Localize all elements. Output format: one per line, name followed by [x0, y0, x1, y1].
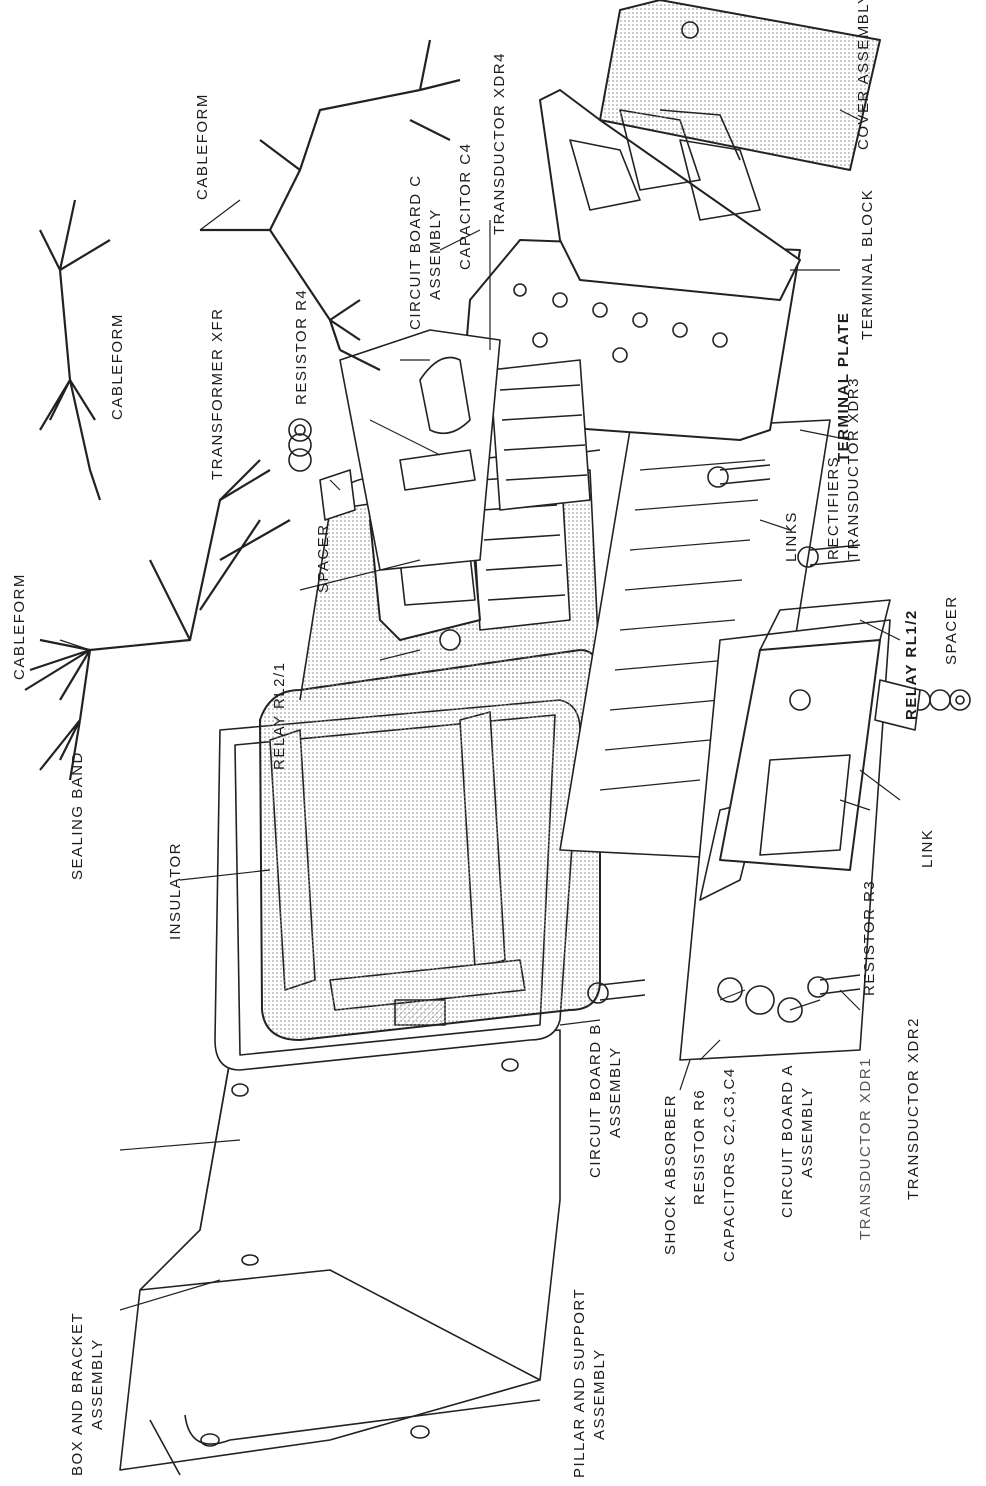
spacer-left-washers — [288, 418, 356, 521]
label-box-and-bracket-2: ASSEMBLY — [89, 1338, 106, 1430]
label-circuit-board-c: CIRCUIT BOARD C — [407, 174, 424, 330]
label-capacitor-c4: CAPACITOR C4 — [457, 142, 474, 270]
relay-rl1-2 — [719, 599, 891, 871]
label-cableform-left: CABLEFORM — [11, 573, 28, 680]
cableform-left — [24, 459, 291, 781]
label-circuit-board-a-2: ASSEMBLY — [799, 1086, 816, 1178]
label-circuit-board-a: CIRCUIT BOARD A — [779, 1064, 796, 1218]
label-pillar-and-support: PILLAR AND SUPPORT — [571, 1287, 588, 1478]
circuit-board-c-assembly — [339, 329, 501, 571]
label-relay-rl1-2: RELAY RL1/2 — [903, 609, 920, 720]
cableform-middle — [200, 39, 461, 371]
label-transductor-xdr2: TRANSDUCTOR XDR2 — [905, 1017, 922, 1200]
label-terminal-plate: TERMINAL PLATE — [835, 311, 852, 462]
label-circuit-board-c-2: ASSEMBLY — [427, 208, 444, 300]
label-capacitors-c2-c3-c4: CAPACITORS C2,C3,C4 — [721, 1067, 738, 1262]
label-spacer-left: SPACER — [315, 523, 332, 593]
label-shock-absorber: SHOCK ABSORBER — [662, 1093, 679, 1255]
label-pillar-and-support-2: ASSEMBLY — [591, 1348, 608, 1440]
label-transductor-xdr4: TRANSDUCTOR XDR4 — [491, 52, 508, 235]
label-relay-rl2-1: RELAY RL2/1 — [271, 661, 288, 771]
label-box-and-bracket: BOX AND BRACKET — [69, 1311, 86, 1476]
label-transductor-xdr1: TRANSDUCTOR XDR1 — [857, 1057, 874, 1240]
label-cover-assembly: COVER ASSEMBLY — [855, 0, 872, 150]
cableform-top — [39, 199, 111, 501]
label-resistor-r6: RESISTOR R6 — [691, 1088, 708, 1205]
label-insulator: INSULATOR — [167, 842, 184, 940]
cover-assembly — [599, 0, 881, 171]
label-links: LINKS — [783, 511, 800, 562]
label-cableform-middle: CABLEFORM — [194, 93, 211, 200]
label-cableform-top: CABLEFORM — [109, 313, 126, 420]
label-circuit-board-b: CIRCUIT BOARD B — [587, 1023, 604, 1178]
label-link: LINK — [919, 828, 936, 868]
label-circuit-board-b-2: ASSEMBLY — [607, 1046, 624, 1138]
label-terminal-block: TERMINAL BLOCK — [859, 188, 876, 340]
leader-lines — [59, 109, 901, 1311]
label-transformer-xfr: TRANSFORMER XFR — [209, 307, 226, 481]
label-rectifiers: RECTIFIERS — [825, 455, 842, 560]
label-resistor-r4: RESISTOR R4 — [293, 288, 310, 405]
screws — [587, 464, 861, 1004]
label-resistor-r3: RESISTOR R3 — [861, 879, 878, 996]
label-sealing-band: SEALING BAND — [69, 751, 86, 880]
transductor-xdr4 — [489, 359, 591, 511]
box-and-bracket-assembly — [119, 1029, 561, 1476]
spacer-right-washers — [874, 679, 971, 731]
label-spacer-right: SPACER — [943, 595, 960, 665]
